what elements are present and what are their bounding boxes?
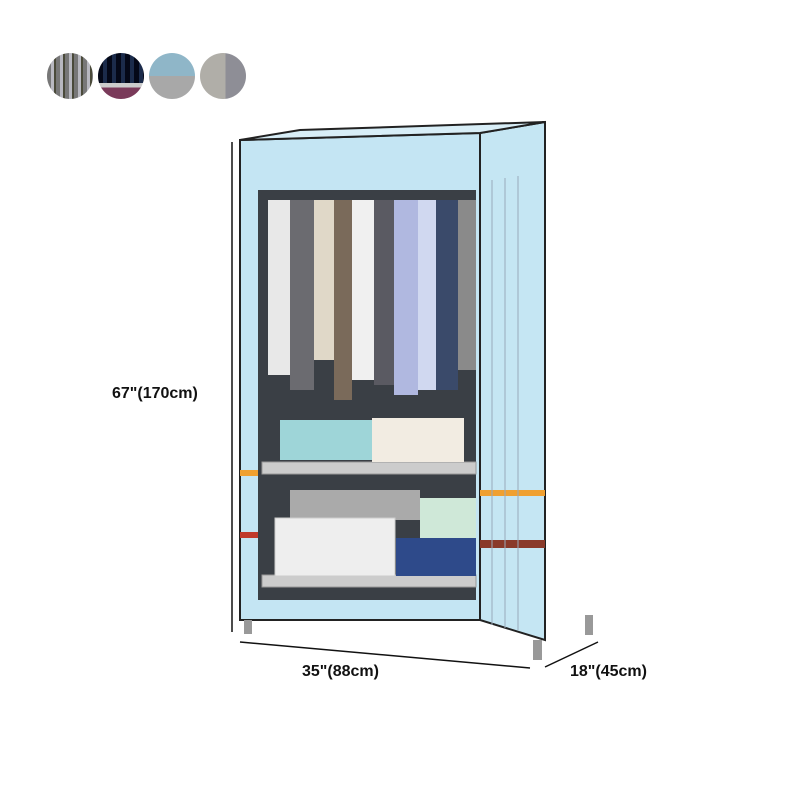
shelf-items (274, 418, 476, 577)
swatch-blue-cartoon[interactable] (149, 53, 195, 99)
height-label: 67"(170cm) (112, 385, 198, 402)
width-dimension-line (239, 641, 531, 669)
width-label: 35"(88cm) (302, 663, 379, 680)
wardrobe-top (239, 121, 546, 141)
hanging-clothes (268, 200, 476, 400)
decorative-stripes (240, 470, 545, 548)
curtain-folds (491, 176, 519, 630)
swatch-gray-stripe[interactable] (47, 53, 93, 99)
valance (258, 175, 476, 187)
wardrobe-side-panel (479, 120, 546, 642)
leg-front-right (533, 640, 542, 660)
swatch-gray-marble[interactable] (200, 53, 246, 99)
leg-front-left (244, 620, 252, 634)
depth-label: 18"(45cm) (570, 663, 647, 680)
leg-back-right (585, 615, 593, 635)
depth-dimension-line (544, 641, 599, 668)
swatch-navy-plaid[interactable] (98, 53, 144, 99)
shelf-upper (261, 461, 477, 475)
shelf-lower (261, 574, 477, 588)
